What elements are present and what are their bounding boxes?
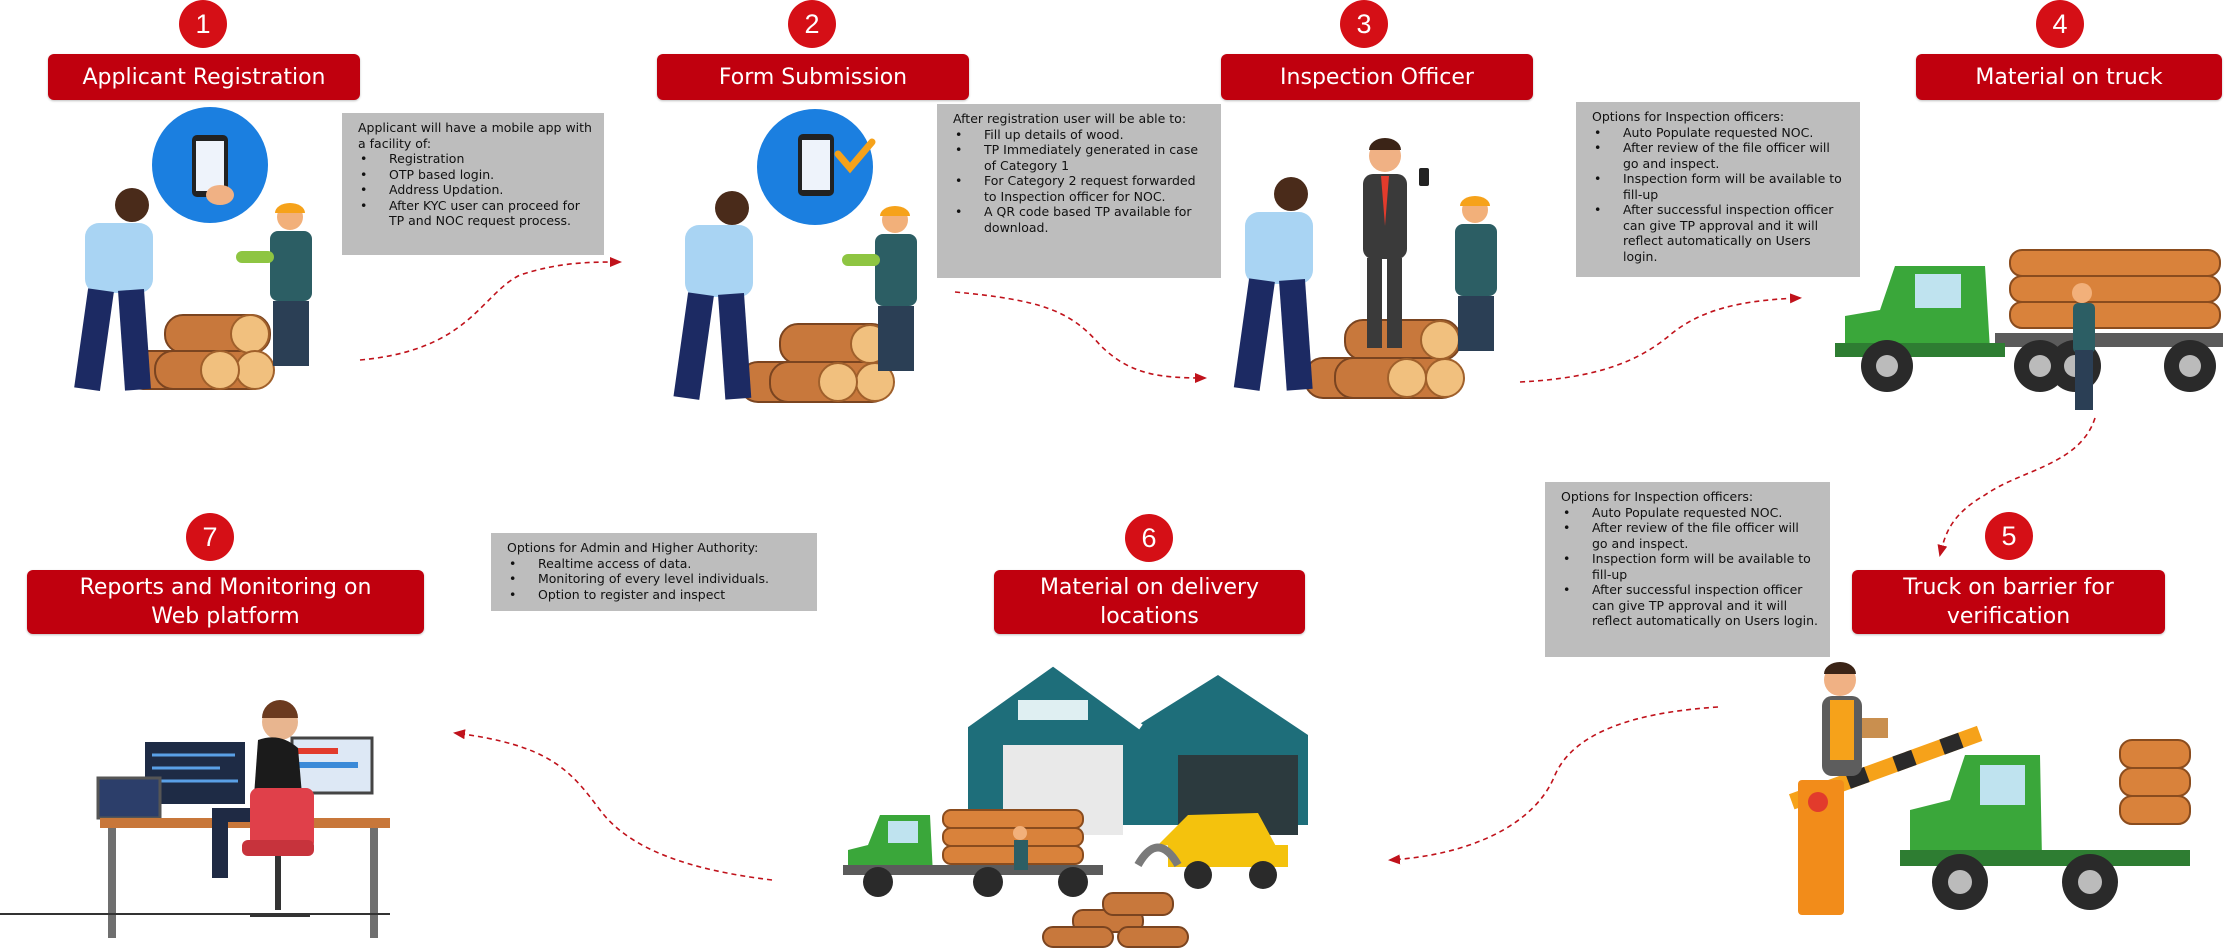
truck-illustration xyxy=(1835,249,2223,410)
info-list: Realtime access of data. Monitoring of e… xyxy=(507,556,805,603)
info-intro: Options for Inspection officers: xyxy=(1592,109,1785,124)
info-item: Monitoring of every level individuals. xyxy=(507,571,805,587)
info-item: After review of the file officer will go… xyxy=(1561,520,1818,551)
inspection-info-box: Options for Inspection officers: Auto Po… xyxy=(1576,102,1860,277)
form-info-box: After registration user will be able to:… xyxy=(937,104,1221,278)
arrow-3-to-4 xyxy=(1519,293,1802,383)
monitoring-illustration xyxy=(0,700,390,938)
info-list: Auto Populate requested NOC. After revie… xyxy=(1561,505,1818,629)
arrow-1-to-2 xyxy=(359,257,622,361)
info-item: Inspection form will be available to fil… xyxy=(1592,171,1848,202)
step-4-title: Material on truck xyxy=(1916,54,2222,100)
inspection-illustration xyxy=(1233,138,1497,399)
info-item: For Category 2 request forwarded to Insp… xyxy=(953,173,1209,204)
info-item: After review of the file officer will go… xyxy=(1592,140,1848,171)
info-intro: Applicant will have a mobile app with a … xyxy=(358,120,592,151)
info-item: Auto Populate requested NOC. xyxy=(1592,125,1848,141)
info-item: Option to register and inspect xyxy=(507,587,805,603)
info-item: TP Immediately generated in case of Cate… xyxy=(953,142,1209,173)
step-7-number: 7 xyxy=(186,513,234,561)
step-5-title: Truck on barrier for verification xyxy=(1852,570,2165,634)
form-submission-illustration xyxy=(673,109,917,403)
info-item: After KYC user can proceed for TP and NO… xyxy=(358,198,592,229)
warehouse-illustration xyxy=(843,659,1308,948)
step-2-title: Form Submission xyxy=(657,54,969,100)
step-1-number: 1 xyxy=(179,0,227,48)
info-item: After successful inspection officer can … xyxy=(1561,582,1818,629)
info-list: Registration OTP based login. Address Up… xyxy=(358,151,592,229)
info-intro: Options for Inspection officers: xyxy=(1561,489,1754,504)
step-3-title: Inspection Officer xyxy=(1221,54,1533,100)
arrow-6-to-7 xyxy=(453,729,773,881)
step-6-number: 6 xyxy=(1125,514,1173,562)
info-item: Registration xyxy=(358,151,592,167)
info-item: Realtime access of data. xyxy=(507,556,805,572)
arrow-5-to-6 xyxy=(1388,706,1719,865)
arrow-2-to-3 xyxy=(954,291,1207,383)
step-3-number: 3 xyxy=(1340,0,1388,48)
info-list: Fill up details of wood. TP Immediately … xyxy=(953,127,1209,236)
info-item: Auto Populate requested NOC. xyxy=(1561,505,1818,521)
info-list: Auto Populate requested NOC. After revie… xyxy=(1592,125,1848,265)
step-7-title: Reports and Monitoring on Web platform xyxy=(27,570,424,634)
admin-info-box: Options for Admin and Higher Authority: … xyxy=(491,533,817,611)
step-2-number: 2 xyxy=(788,0,836,48)
barrier-info-box: Options for Inspection officers: Auto Po… xyxy=(1545,482,1830,657)
step-5-number: 5 xyxy=(1985,512,2033,560)
info-item: A QR code based TP available for downloa… xyxy=(953,204,1209,235)
registration-info-box: Applicant will have a mobile app with a … xyxy=(342,113,604,255)
info-item: Address Updation. xyxy=(358,182,592,198)
info-intro: After registration user will be able to: xyxy=(953,111,1187,126)
info-intro: Options for Admin and Higher Authority: xyxy=(507,540,759,555)
info-item: OTP based login. xyxy=(358,167,592,183)
step-4-number: 4 xyxy=(2036,0,2084,48)
step-1-title: Applicant Registration xyxy=(48,54,360,100)
info-item: After successful inspection officer can … xyxy=(1592,202,1848,264)
info-item: Fill up details of wood. xyxy=(953,127,1209,143)
barrier-illustration xyxy=(1788,662,2191,915)
arrow-4-to-5 xyxy=(1937,417,2096,557)
step-6-title: Material on delivery locations xyxy=(994,570,1305,634)
registration-illustration xyxy=(74,107,312,391)
info-item: Inspection form will be available to fil… xyxy=(1561,551,1818,582)
